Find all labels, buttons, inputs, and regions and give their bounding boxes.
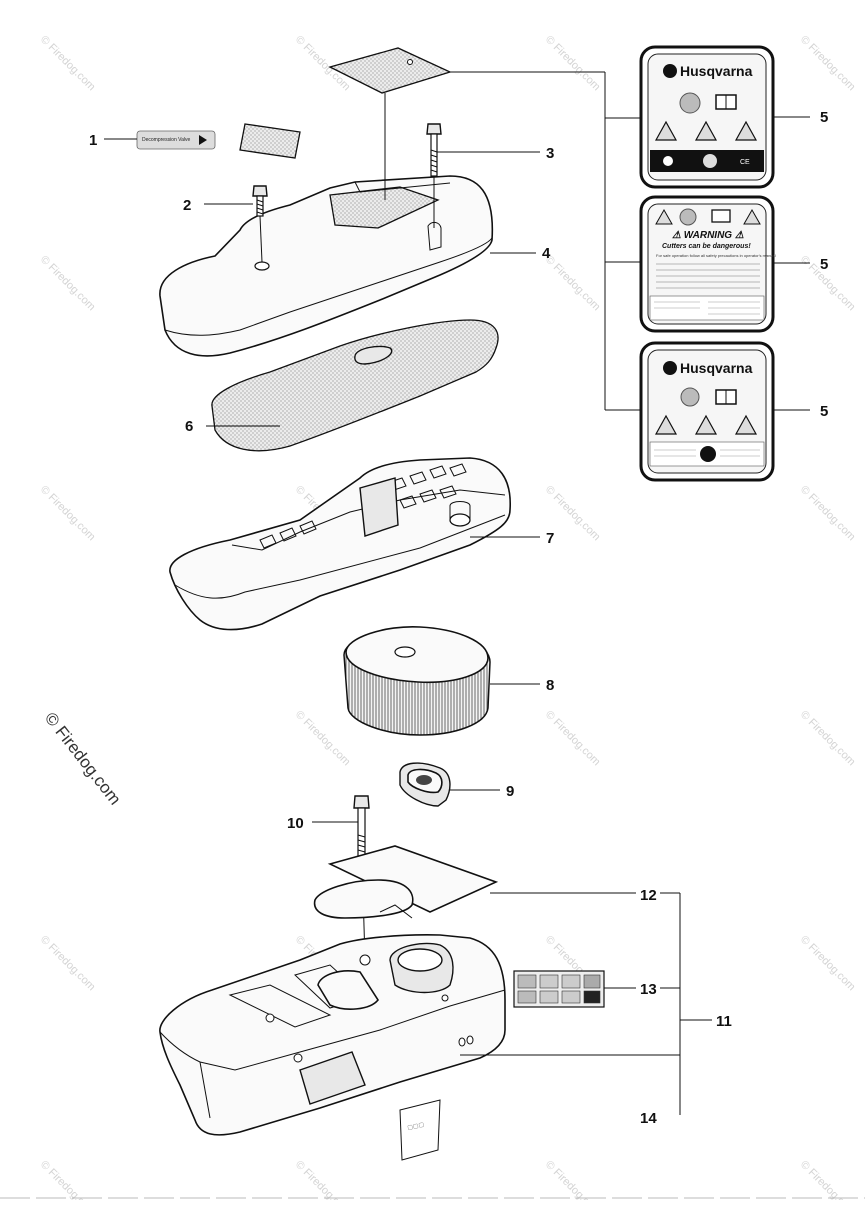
- warning-triangle-icon: [654, 414, 678, 435]
- decal-b-warning-subtitle: Cutters can be dangerous!: [662, 243, 751, 250]
- watermark-tile: © Firedog.com: [38, 484, 98, 544]
- side-watermark: © Firedog.com: [41, 709, 125, 809]
- watermark-tile: © Firedog.com: [38, 934, 98, 994]
- part-10-screw[interactable]: [353, 795, 370, 859]
- watermark-tile: © Firedog.com: [543, 34, 603, 94]
- warning-triangle-icon: [694, 414, 718, 435]
- warning-triangle-icon: [654, 120, 678, 141]
- brand-logo-icon: [663, 361, 677, 375]
- watermark-tile: © Firedog.com: [798, 34, 858, 94]
- callout-4: 4: [542, 245, 551, 262]
- svg-text:▢▢▢: ▢▢▢: [407, 1122, 425, 1131]
- watermark-tile: © Firedog.com: [543, 709, 603, 769]
- callout-9: 9: [506, 783, 514, 800]
- watermark-tile: © Firedog.com: [543, 1159, 603, 1200]
- part-12-gasket[interactable]: [313, 845, 499, 919]
- part-7-base[interactable]: [169, 457, 511, 631]
- callout-5b: 5: [820, 256, 828, 273]
- svg-text:CE: CE: [740, 159, 750, 166]
- decal-chain-lines: [450, 71, 645, 411]
- callout-11-bracket: [660, 892, 712, 1115]
- warning-triangle-icon: [734, 120, 758, 141]
- callout-12: 12: [640, 887, 657, 904]
- ear-protection-icon: [679, 208, 697, 226]
- part-14-housing[interactable]: ▢▢▢: [159, 934, 506, 1161]
- part-2-screw[interactable]: [252, 185, 268, 217]
- watermark-tile: © Firedog.com: [543, 254, 603, 314]
- part-1-label[interactable]: Decompression Valve: [136, 123, 301, 159]
- watermark-tile: © Firedog.com: [798, 484, 858, 544]
- warning-triangle-icon: [734, 414, 758, 435]
- part-13-decal[interactable]: [513, 970, 605, 1008]
- warning-triangle-icon: [655, 208, 673, 225]
- callout-13: 13: [640, 981, 657, 998]
- decal-a-brand: Husqvarna: [680, 63, 753, 79]
- callout-7: 7: [546, 530, 554, 547]
- warning-triangle-icon: [743, 208, 761, 225]
- callout-10: 10: [287, 815, 304, 832]
- callout-8: 8: [546, 677, 554, 694]
- part-5-decal-a[interactable]: Husqvarna CE: [639, 45, 775, 189]
- part-5-decal-c[interactable]: Husqvarna: [639, 341, 775, 482]
- watermark-tile: © Firedog.com: [798, 709, 858, 769]
- watermark-tile: © Firedog.com: [38, 34, 98, 94]
- watermark-tile: © Firedog.com: [38, 1159, 98, 1200]
- arrow-icon: [199, 135, 207, 145]
- ear-protection-icon: [680, 387, 700, 407]
- decal-b-warning-line: For safe operation follow all safety pre…: [656, 253, 776, 258]
- part-5-decal-b[interactable]: ⚠ WARNING ⚠ Cutters can be dangerous! Fo…: [639, 195, 776, 333]
- part-9-grommet[interactable]: [399, 762, 451, 807]
- part-1-label-text: Decompression Valve: [142, 137, 190, 143]
- callout-6: 6: [185, 418, 193, 435]
- part-8-filter[interactable]: [343, 626, 491, 736]
- decal-c-brand: Husqvarna: [680, 360, 753, 376]
- brand-logo-icon: [663, 64, 677, 78]
- base-ribs: [259, 463, 467, 549]
- watermark-tile: © Firedog.com: [798, 934, 858, 994]
- decal-b-warning-title: ⚠ WARNING ⚠: [672, 230, 744, 241]
- warning-triangle-icon: [694, 120, 718, 141]
- watermark-tile: © Firedog.com: [293, 1159, 353, 1200]
- callout-2: 2: [183, 197, 191, 214]
- callout-5a: 5: [820, 109, 828, 126]
- watermark-tile: © Firedog.com: [38, 254, 98, 314]
- watermark-tile: © Firedog.com: [798, 1159, 858, 1200]
- manual-book-icon: [711, 209, 731, 223]
- callout-5c: 5: [820, 403, 828, 420]
- callout-14: 14: [640, 1110, 657, 1127]
- callout-11: 11: [716, 1013, 732, 1030]
- watermark-tile: © Firedog.com: [293, 709, 353, 769]
- part-3-screw[interactable]: [426, 123, 442, 177]
- ear-protection-icon: [679, 92, 701, 114]
- callout-3: 3: [546, 145, 554, 162]
- part-6-prefilter[interactable]: [211, 319, 499, 452]
- part-4-cover[interactable]: [159, 175, 494, 357]
- callout-1: 1: [89, 132, 97, 149]
